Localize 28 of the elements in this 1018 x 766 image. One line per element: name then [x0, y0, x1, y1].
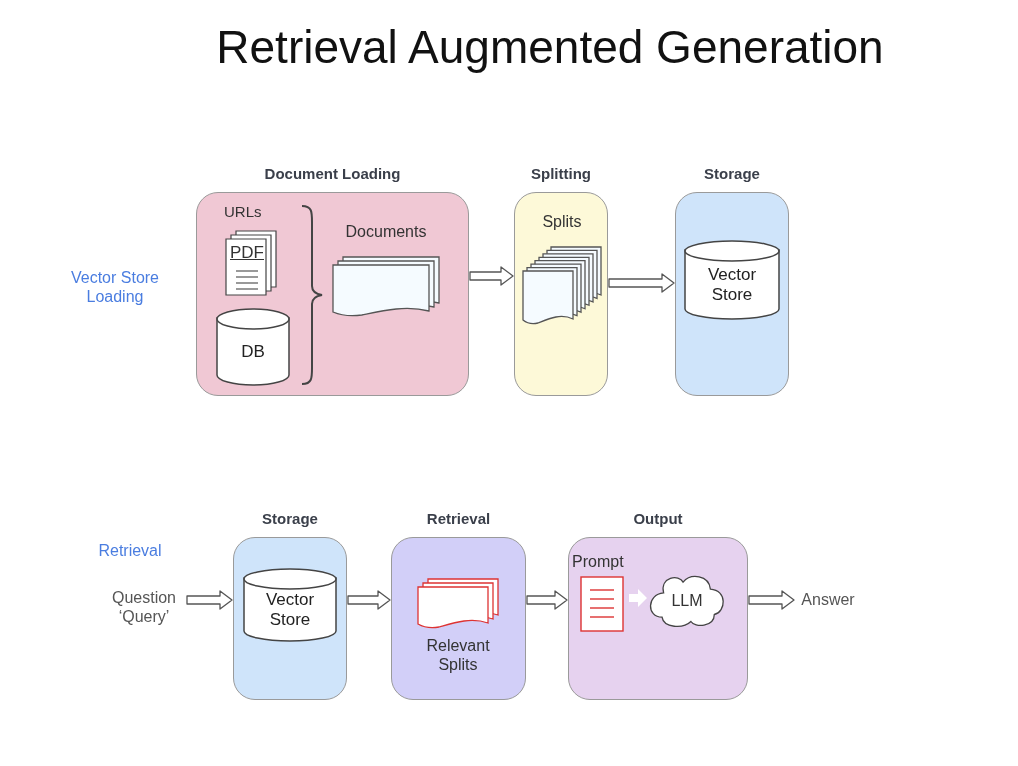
- node-label: PDF: [229, 243, 265, 264]
- node-label: Documents: [344, 222, 428, 242]
- node-label: DB: [240, 342, 266, 363]
- section-heading: Document Loading: [263, 165, 402, 183]
- node-label: Prompt: [572, 552, 625, 572]
- section-heading: Retrieval: [425, 510, 492, 528]
- node-label: Answer: [800, 590, 856, 610]
- block-arrow: [748, 590, 795, 610]
- block-arrow: [629, 589, 647, 607]
- section-heading: Storage: [261, 510, 319, 528]
- block-arrow: [469, 266, 514, 286]
- node-label: URLs: [224, 203, 263, 221]
- node-label: Question ‘Query’: [110, 588, 177, 627]
- side-label: Vector Store Loading: [69, 268, 160, 307]
- block-arrow: [608, 273, 675, 293]
- node-label: Vector Store: [706, 265, 758, 306]
- block-arrow: [347, 590, 391, 610]
- node-label: Splits: [541, 212, 583, 232]
- section-heading: Storage: [703, 165, 761, 183]
- section-heading: Splitting: [530, 165, 592, 183]
- section-heading: Output: [632, 510, 684, 528]
- node-label: LLM: [670, 591, 704, 611]
- title: Retrieval Augmented Generation: [215, 20, 885, 75]
- node-label: Vector Store: [264, 590, 316, 631]
- block-arrow: [526, 590, 568, 610]
- side-label: Retrieval: [97, 541, 163, 561]
- node-label: Relevant Splits: [425, 636, 491, 675]
- block-arrow: [186, 590, 233, 610]
